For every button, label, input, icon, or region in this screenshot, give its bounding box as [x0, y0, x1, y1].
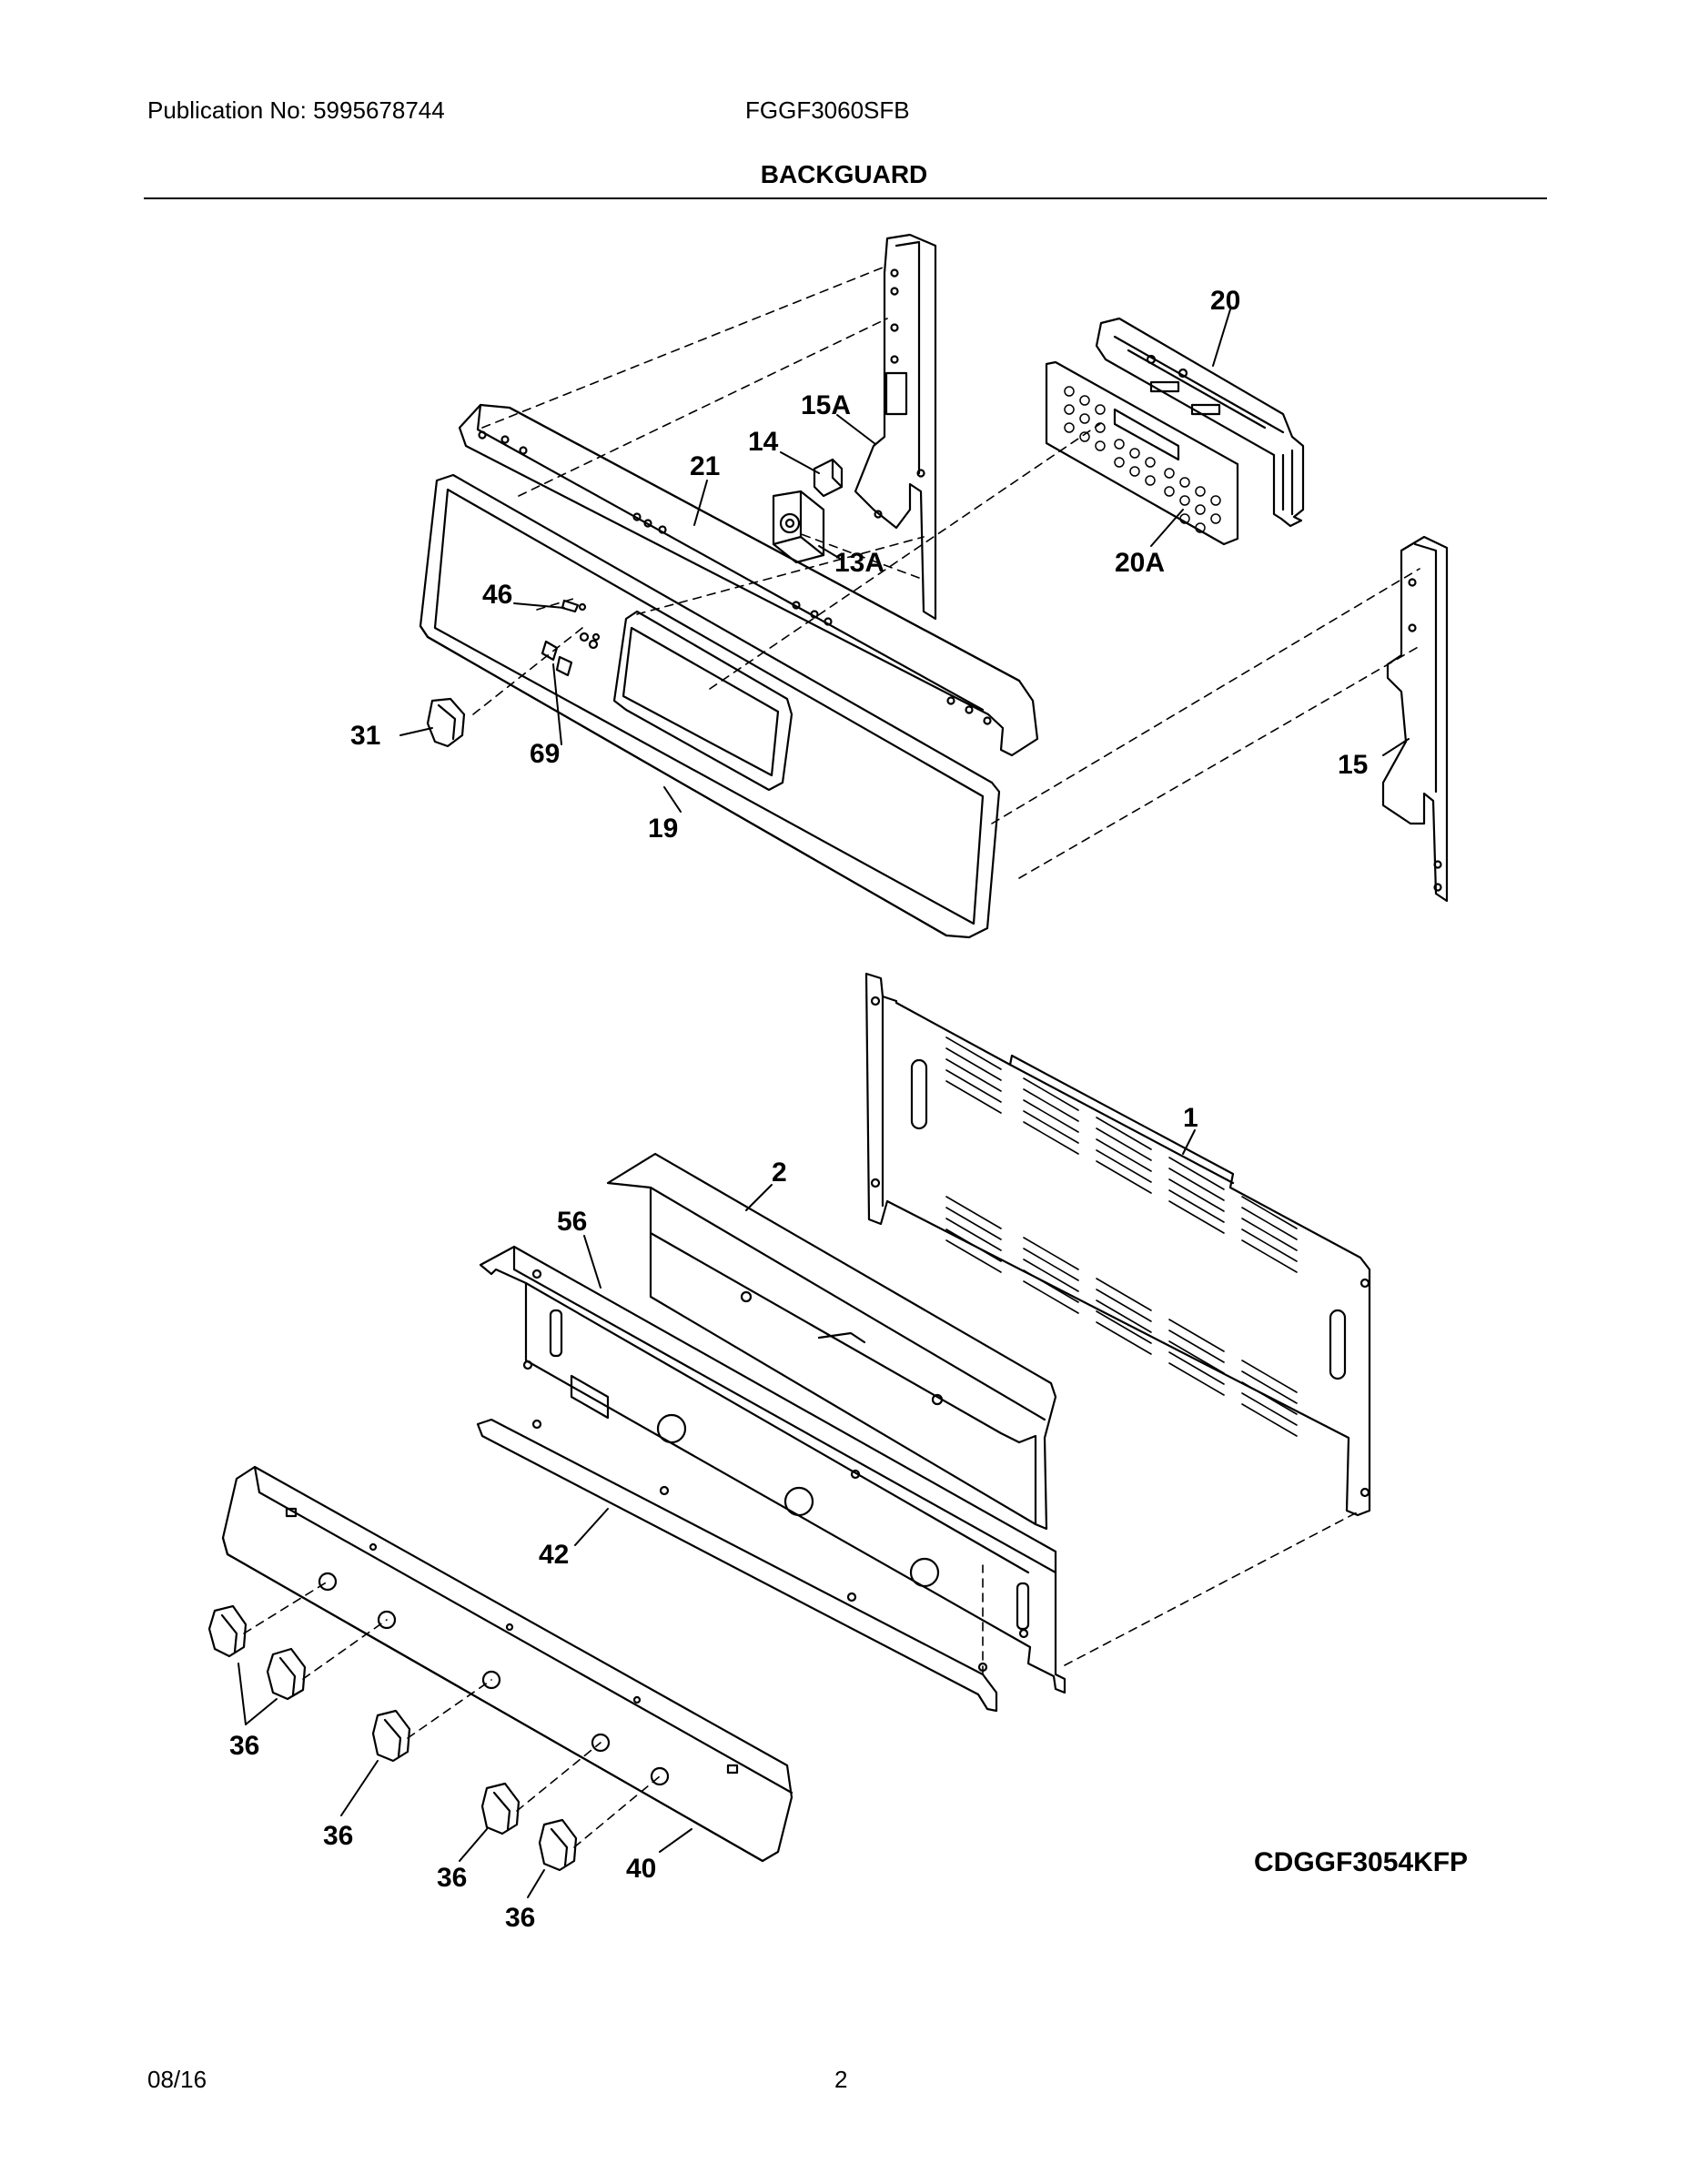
- part-56-panel: [479, 1245, 1066, 1694]
- part-31-knob: [426, 697, 466, 748]
- part-42-trim-strip: [476, 1418, 998, 1713]
- callout-36-d: 36: [505, 1903, 535, 1933]
- model-number: FGGF3060SFB: [745, 96, 910, 124]
- callout-56: 56: [557, 1207, 587, 1237]
- part-20-control-board: [1095, 317, 1305, 528]
- callout-20: 20: [1210, 286, 1240, 316]
- callout-1: 1: [1183, 1103, 1198, 1133]
- callout-36-b: 36: [323, 1821, 353, 1851]
- part-2-shield: [606, 1152, 1057, 1531]
- part-69-hardware: [541, 632, 599, 677]
- callout-40: 40: [626, 1854, 656, 1884]
- part-21-trim: [458, 403, 1039, 757]
- callout-42: 42: [539, 1540, 569, 1570]
- part-14-switch: [813, 458, 844, 498]
- alignment-lines-upper: [472, 265, 1420, 879]
- part-20A-overlay: [1045, 360, 1239, 546]
- callout-15A: 15A: [801, 390, 851, 420]
- callout-31: 31: [350, 721, 380, 751]
- part-13A-switch: [772, 490, 825, 564]
- callout-2: 2: [772, 1158, 787, 1188]
- callout-15: 15: [1338, 750, 1368, 780]
- part-15-bracket: [1381, 535, 1449, 903]
- callout-69: 69: [530, 739, 560, 769]
- callout-46: 46: [482, 580, 512, 610]
- alignment-lines-lower: [243, 1510, 1361, 1848]
- section-title: BACKGUARD: [760, 160, 928, 188]
- callout-36-a: 36: [229, 1731, 259, 1761]
- callout-19: 19: [648, 814, 678, 844]
- title-rule: [144, 197, 1547, 199]
- part-36-knobs: [207, 1604, 578, 1872]
- publication-number: Publication No: 5995678744: [147, 96, 445, 124]
- footer-date: 08/16: [147, 2066, 207, 2093]
- part-46-screw: [561, 599, 580, 613]
- callout-20A: 20A: [1115, 548, 1165, 578]
- callout-labels: 20 15A 14 21 13A 20A 46 31 69 15 19 1 2 …: [229, 286, 1368, 1933]
- part-15A-bracket: [854, 233, 937, 621]
- leader-lines: [238, 308, 1410, 1898]
- callout-13A: 13A: [834, 548, 884, 578]
- drawing-code: CDGGF3054KFP: [1254, 1847, 1469, 1877]
- callout-36-c: 36: [437, 1863, 467, 1893]
- part-19-console: [419, 473, 1001, 939]
- callout-14: 14: [748, 427, 779, 457]
- part-1-rear-panel: [864, 972, 1371, 1517]
- page-number: 2: [834, 2066, 848, 2093]
- callout-21: 21: [690, 451, 720, 481]
- part-40-knob-panel: [221, 1465, 793, 1863]
